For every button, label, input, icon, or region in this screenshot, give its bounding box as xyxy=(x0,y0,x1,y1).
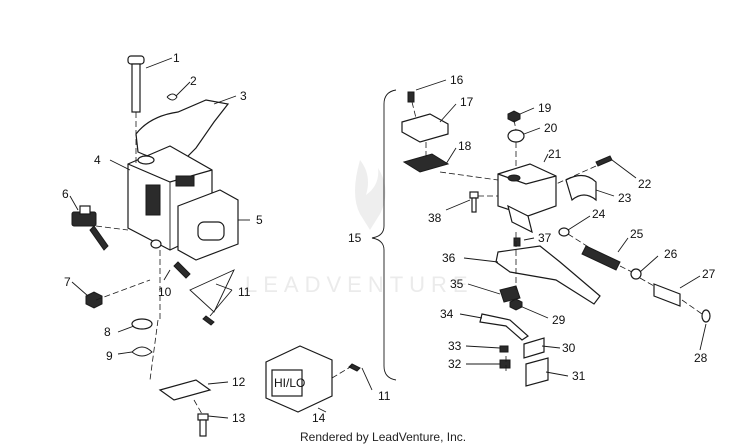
hi-lo-label: HI/LO xyxy=(274,376,305,390)
washer-part-24 xyxy=(558,227,570,237)
kill-switch-part-6 xyxy=(71,205,109,251)
bolt-part-13 xyxy=(197,413,209,437)
callout-14: 14 xyxy=(312,411,326,425)
callout-9: 9 xyxy=(106,349,113,363)
leadventure-watermark: LEADVENTURE xyxy=(245,160,474,297)
brake-switch-part-31 xyxy=(525,357,549,387)
bracket-plate-part-12 xyxy=(158,379,212,401)
callout-25: 25 xyxy=(630,227,644,241)
callout-2: 2 xyxy=(190,74,197,88)
brake-lever-part-36 xyxy=(495,245,601,305)
callout-8: 8 xyxy=(104,325,111,339)
callout-30: 30 xyxy=(562,341,576,355)
callout-1: 1 xyxy=(173,51,180,65)
callout-22: 22 xyxy=(638,177,652,191)
watermark-text: LEADVENTURE xyxy=(245,272,474,297)
screw-part-33 xyxy=(499,345,509,353)
callout-16: 16 xyxy=(450,73,464,87)
hi-lo-switch-part-14: HI/LO xyxy=(265,345,333,413)
clip-part-2 xyxy=(166,93,178,101)
callout-11a: 11 xyxy=(238,285,251,299)
callout-19: 19 xyxy=(538,101,552,115)
nut-part-19 xyxy=(507,110,521,123)
bolt-part-38 xyxy=(469,191,479,213)
callout-34: 34 xyxy=(440,307,454,321)
callout-29: 29 xyxy=(552,313,566,327)
callout-33: 33 xyxy=(448,339,462,353)
clamp-part-23 xyxy=(565,174,597,202)
screw-part-10 xyxy=(150,239,191,279)
callout-10: 10 xyxy=(158,285,172,299)
bushing-part-20 xyxy=(507,129,525,143)
bracket-part-30 xyxy=(523,337,545,359)
callout-12: 12 xyxy=(232,375,246,389)
screw-part-16 xyxy=(407,91,415,103)
master-cylinder-part-21 xyxy=(497,163,557,234)
piston-part-27 xyxy=(653,283,681,307)
left-assembly: HI/LO xyxy=(71,55,361,437)
footer-credit: Rendered by LeadVenture, Inc. xyxy=(300,430,466,444)
gasket-part-18 xyxy=(402,153,450,173)
callout-5: 5 xyxy=(256,213,263,227)
callout-38: 38 xyxy=(428,211,442,225)
callout-11b: 11 xyxy=(378,389,391,403)
nut-part-32 xyxy=(499,359,511,369)
callout-26: 26 xyxy=(664,247,678,261)
callout-17: 17 xyxy=(460,95,474,109)
nut-part-29 xyxy=(509,298,523,311)
nut-part-7 xyxy=(85,291,103,309)
callout-13: 13 xyxy=(232,411,246,425)
callout-24: 24 xyxy=(592,207,606,221)
callout-36: 36 xyxy=(442,251,456,265)
callout-23: 23 xyxy=(618,191,632,205)
callout-31: 31 xyxy=(572,369,586,383)
washer-part-8 xyxy=(131,318,153,330)
pin-part-37 xyxy=(513,237,521,247)
screw-part-22 xyxy=(595,155,613,167)
callout-3: 3 xyxy=(240,89,247,103)
spring-part-25 xyxy=(581,245,621,271)
spring-part-34 xyxy=(479,313,529,341)
callout-21: 21 xyxy=(548,147,562,161)
right-assembly xyxy=(401,91,711,387)
callout-15: 15 xyxy=(348,231,362,245)
leader-lines xyxy=(69,57,707,419)
o-ring-part-28 xyxy=(701,309,711,323)
callout-28: 28 xyxy=(694,351,708,365)
reservoir-cap-part-17 xyxy=(401,113,449,143)
callout-labels: 1 2 3 4 5 6 7 8 9 10 11 12 13 14 11 15 1… xyxy=(62,51,716,425)
bolt-part-1 xyxy=(127,55,145,113)
screw-part-11 xyxy=(202,315,215,326)
washer-part-26 xyxy=(630,268,642,280)
callout-32: 32 xyxy=(448,357,462,371)
spring-part-35 xyxy=(499,285,521,303)
callout-7: 7 xyxy=(64,275,71,289)
callout-35: 35 xyxy=(450,277,464,291)
callout-18: 18 xyxy=(458,139,472,153)
assembly-brace xyxy=(371,89,397,381)
clip-part-9 xyxy=(131,346,153,357)
callout-6: 6 xyxy=(62,187,69,201)
callout-20: 20 xyxy=(544,121,558,135)
callout-4: 4 xyxy=(94,153,101,167)
callout-37: 37 xyxy=(538,231,552,245)
screw-part-11b xyxy=(348,363,361,372)
housing-cover-part-5 xyxy=(177,189,239,261)
callout-27: 27 xyxy=(702,267,716,281)
